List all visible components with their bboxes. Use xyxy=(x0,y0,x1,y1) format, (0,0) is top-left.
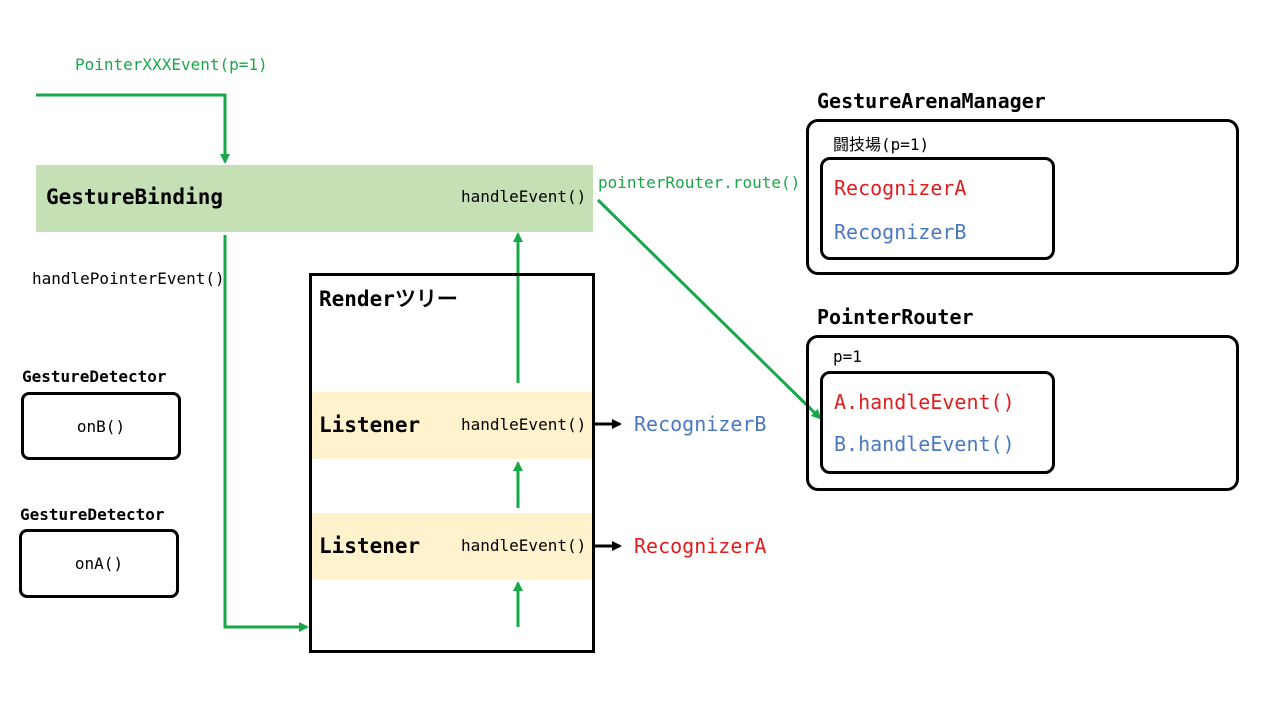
listener-b-target: RecognizerB xyxy=(634,412,767,436)
arena-member-a: RecognizerA xyxy=(834,176,967,200)
arena-members-box: RecognizerA RecognizerB xyxy=(820,157,1055,260)
route-call-label: pointerRouter.route() xyxy=(598,173,801,192)
listener-b-label: Listener xyxy=(319,413,421,437)
gesture-detector-b-box: onB() xyxy=(21,392,181,460)
gesture-detector-a-box: onA() xyxy=(19,529,179,598)
arena-label: 闘技場(p=1) xyxy=(833,135,930,154)
arena-member-b: RecognizerB xyxy=(834,220,967,244)
incoming-event-arrow xyxy=(36,93,230,164)
listener-a-method: handleEvent() xyxy=(461,536,587,555)
render-tree-title: Renderツリー xyxy=(319,287,458,311)
listener-b: Listener handleEvent() xyxy=(312,392,592,459)
listener-a: Listener handleEvent() xyxy=(312,513,592,580)
render-tree-box xyxy=(309,273,595,653)
route-b: B.handleEvent() xyxy=(834,432,1015,456)
route-arrow xyxy=(596,198,822,420)
pointer-router-title: PointerRouter xyxy=(817,305,974,329)
listener-a-target: RecognizerA xyxy=(634,534,767,558)
gesture-detector-b-title: GestureDetector xyxy=(22,367,167,386)
pointer-label: p=1 xyxy=(833,347,862,366)
hit-test-arrow xyxy=(223,235,309,632)
listener-a-label: Listener xyxy=(319,534,421,558)
route-a: A.handleEvent() xyxy=(834,390,1015,414)
pointer-router-box xyxy=(806,335,1239,491)
gesture-detector-a-title: GestureDetector xyxy=(20,505,165,524)
gesture-detector-a-callback: onA() xyxy=(74,554,124,573)
gesture-detector-b-callback: onB() xyxy=(76,417,126,436)
gesture-binding-title: GestureBinding xyxy=(46,185,224,209)
gesture-binding-bar: GestureBinding handleEvent() xyxy=(36,165,593,232)
gesture-binding-method: handleEvent() xyxy=(461,187,587,206)
listener-b-method: handleEvent() xyxy=(461,415,587,434)
handle-pointer-event-label: handlePointerEvent() xyxy=(32,269,225,288)
input-event-label: PointerXXXEvent(p=1) xyxy=(75,55,268,74)
pointer-routes-box: A.handleEvent() B.handleEvent() xyxy=(820,371,1055,474)
arena-manager-box xyxy=(806,119,1239,275)
arena-manager-title: GestureArenaManager xyxy=(817,89,1046,113)
